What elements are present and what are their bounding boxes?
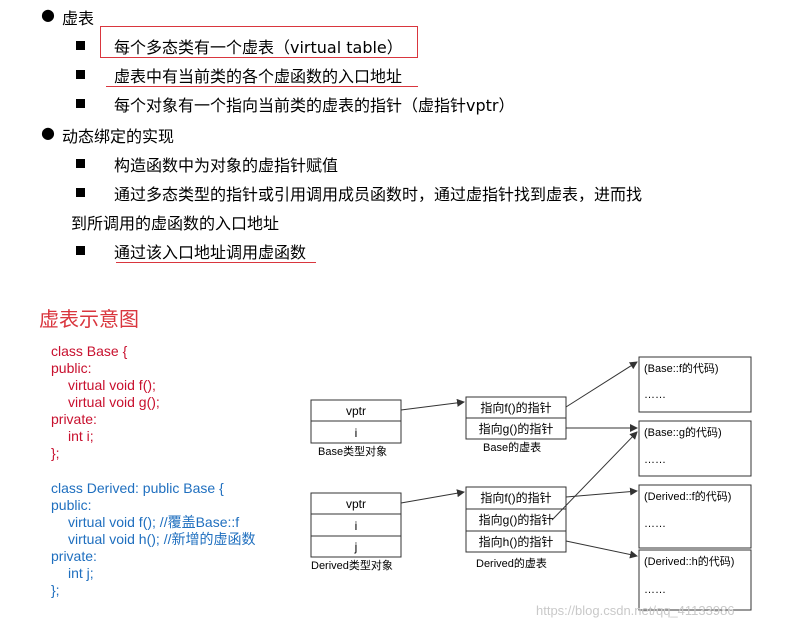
base-obj-cell: i [355,426,358,440]
base-obj-cell: vptr [346,404,366,418]
bullet-item: 通过该入口地址调用虚函数 [114,243,307,262]
bullet-item: 虚表中有当前类的各个虚函数的入口地址 [114,67,403,86]
bullet-square [76,159,85,168]
arrow-base-f [565,361,638,408]
derived-vt-cell: 指向g()的指针 [479,512,554,527]
bullet-item-continued: 到所调用的虚函数的入口地址 [71,214,280,233]
derived-obj-label: Derived类型对象 [311,558,393,572]
code-box-derived-f [638,484,752,549]
underline [116,262,316,263]
code-line: virtual void f(); [68,377,156,393]
code-line: }; [51,582,60,598]
code-line: }; [51,445,60,461]
code-line: int i; [68,428,94,444]
code-box-base-f [638,356,752,413]
code-line: private: [51,411,97,427]
derived-obj-cell: i [355,519,358,533]
derived-obj-cell: vptr [346,497,366,511]
bullet-item: 每个对象有一个指向当前类的虚表的指针（虚指针vptr） [114,96,515,115]
code-line: public: [51,360,92,376]
code-box-title: (Base::f的代码) [644,361,719,375]
code-box-base-g [638,420,752,477]
highlight-box [100,26,418,58]
heading-dynamic-binding: 动态绑定的实现 [62,127,175,146]
derived-vt-cell: 指向h()的指针 [479,534,554,549]
underline [106,86,418,87]
derived-obj-cell: j [354,540,358,554]
bullet-square [76,41,85,50]
code-line: int j; [68,565,94,581]
bullet-item: 每个多态类有一个虚表（virtual table） [114,38,403,57]
arrow-derived-g [551,431,638,521]
code-line: virtual void h(); //新增的虚函数 [68,531,256,547]
base-vt-cell: 指向g()的指针 [479,421,554,436]
bullet-dot: ● [41,5,55,24]
code-box-dots: …… [644,518,666,530]
heading-vtable: 虚表 [62,9,95,28]
code-derived: class Derived: public Base { public: vir… [51,480,255,599]
code-box-dots: …… [644,454,666,466]
bullet-square [76,99,85,108]
arrow-derived-h [565,540,638,559]
code-box-title: (Derived::f的代码) [644,489,731,503]
arrow-derived-f [565,487,638,498]
base-vt-label: Base的虚表 [483,440,541,454]
arrow-base-vptr [400,398,465,411]
arrow-derived-vptr [400,489,465,504]
code-line: private: [51,548,97,564]
code-line: public: [51,497,92,513]
bullet-square [76,246,85,255]
bullet-square [76,188,85,197]
base-obj-label: Base类型对象 [318,444,387,458]
code-base: class Base { public: virtual void f(); v… [51,343,160,462]
code-line: virtual void f(); //覆盖Base::f [68,514,240,530]
watermark: https://blog.csdn.net/qq_41133986 [536,603,735,618]
derived-vt-cell: 指向f()的指针 [480,490,551,505]
code-box-derived-h [638,549,752,611]
code-box-dots: …… [644,584,666,596]
bullet-item: 构造函数中为对象的虚指针赋值 [114,156,339,175]
derived-vt-label: Derived的虚表 [476,556,547,570]
bullet-dot: ● [41,123,55,142]
code-box-title: (Base::g的代码) [644,425,722,439]
derived-object-box [310,492,402,558]
code-line: class Derived: public Base { [51,480,224,496]
bullet-item: 通过多态类型的指针或引用调用成员函数时，通过虚指针找到虚表，进而找 [114,185,643,204]
diagram-title: 虚表示意图 [39,307,139,331]
code-line: class Base { [51,343,128,359]
derived-vtable-box [465,486,567,553]
code-box-title: (Derived::h的代码) [644,554,734,568]
code-line: virtual void g(); [68,394,160,410]
code-box-dots: …… [644,389,666,401]
bullet-square [76,70,85,79]
base-vt-cell: 指向f()的指针 [480,400,551,415]
